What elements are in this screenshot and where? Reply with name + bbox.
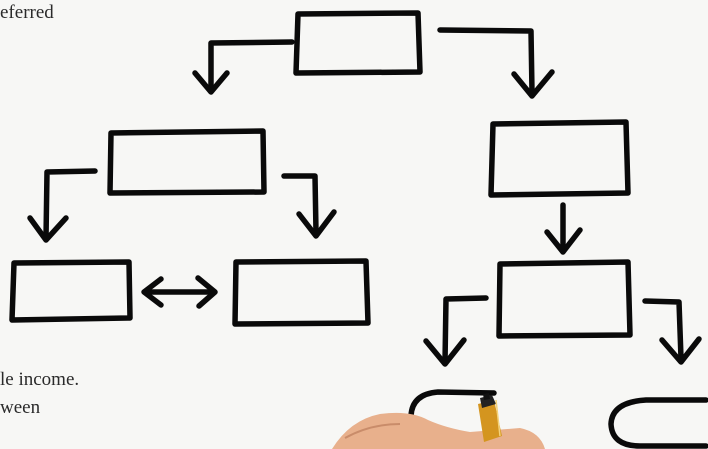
box-bottom-left [12,262,130,320]
connector-midleft-right [284,176,316,232]
box-bottom-center [235,261,368,324]
box-partial-bottom-right [611,400,706,446]
box-top [296,13,420,73]
text-fragment-top: eferred [0,3,54,22]
text-fragment-bottom-2: ween [0,398,40,417]
text-fragment-bottom-1: le income. [0,370,79,389]
connector-lowright-right [645,301,681,358]
hand-with-marker [332,393,545,449]
connector-top-left [211,42,292,90]
hand [332,413,545,449]
box-lower-right [499,262,630,336]
box-mid-left [110,131,264,193]
box-mid-right [491,122,628,195]
